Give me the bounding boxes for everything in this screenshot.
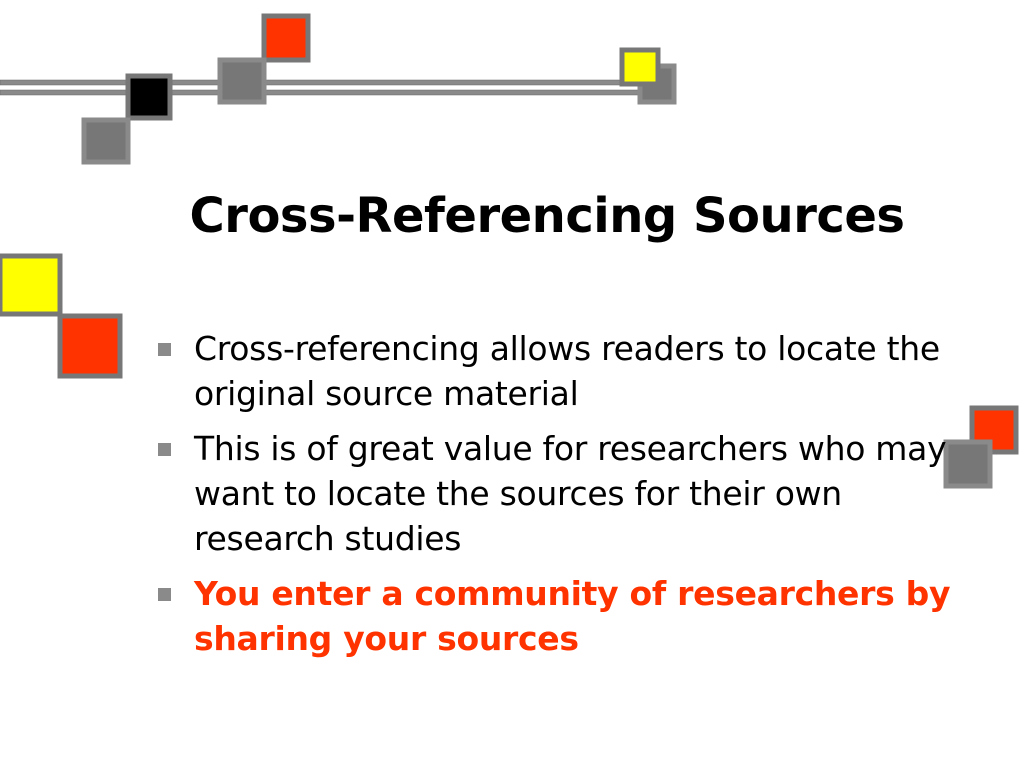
bullet-text: Cross-referencing allows readers to loca… [194,329,940,413]
square-gray [943,439,993,489]
square-gray [217,57,267,105]
bullet-item: This is of great value for researchers w… [158,426,958,561]
slide-title: Cross-Referencing Sources [189,188,905,244]
square-black [125,73,173,121]
bullet-text: You enter a community of researchers by … [194,574,951,658]
square-yellow [619,47,661,87]
bullet-list: Cross-referencing allows readers to loca… [158,326,958,671]
bullet-item: Cross-referencing allows readers to loca… [158,326,958,416]
square-gray [81,117,131,165]
header-rule [0,79,661,96]
square-bullet-icon [158,443,171,456]
square-red [57,313,123,379]
square-red [261,13,311,63]
square-bullet-icon [158,343,171,356]
square-yellow [0,253,63,317]
square-bullet-icon [158,588,171,601]
bullet-item: You enter a community of researchers by … [158,571,958,661]
bullet-text: This is of great value for researchers w… [194,429,947,558]
